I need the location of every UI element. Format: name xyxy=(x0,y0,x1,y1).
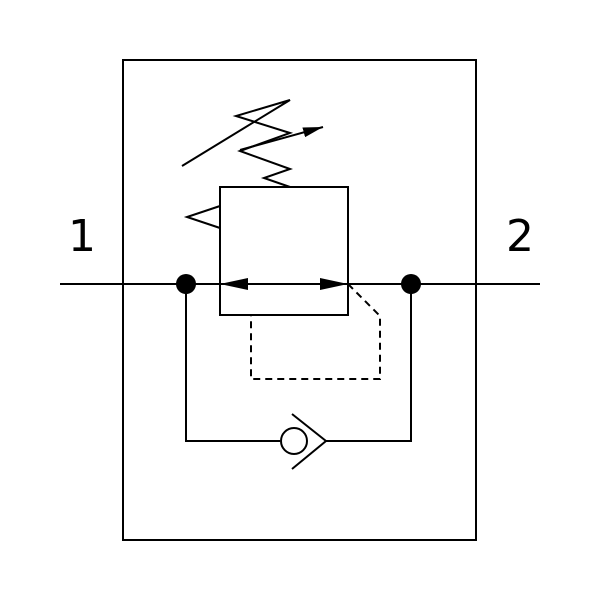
bypass-line-right xyxy=(326,284,412,442)
check-valve-seat-icon xyxy=(291,413,328,470)
pilot-triangle-icon xyxy=(183,205,221,229)
valve-body xyxy=(219,186,349,316)
bypass-line-left xyxy=(185,284,280,442)
check-valve-ball-icon xyxy=(280,427,308,455)
junction-dot-right xyxy=(401,274,421,294)
pilot-pressure-line xyxy=(250,283,381,380)
spring-icon xyxy=(181,99,294,188)
valve-arrow-left-icon xyxy=(220,278,248,290)
valve-arrow-right-icon xyxy=(320,278,348,290)
housing-frame xyxy=(122,59,477,541)
port-1-label: 1 xyxy=(68,211,96,262)
junction-dot-left xyxy=(176,274,196,294)
port-2-label: 2 xyxy=(506,211,534,262)
adjustment-arrow-icon xyxy=(239,126,324,151)
